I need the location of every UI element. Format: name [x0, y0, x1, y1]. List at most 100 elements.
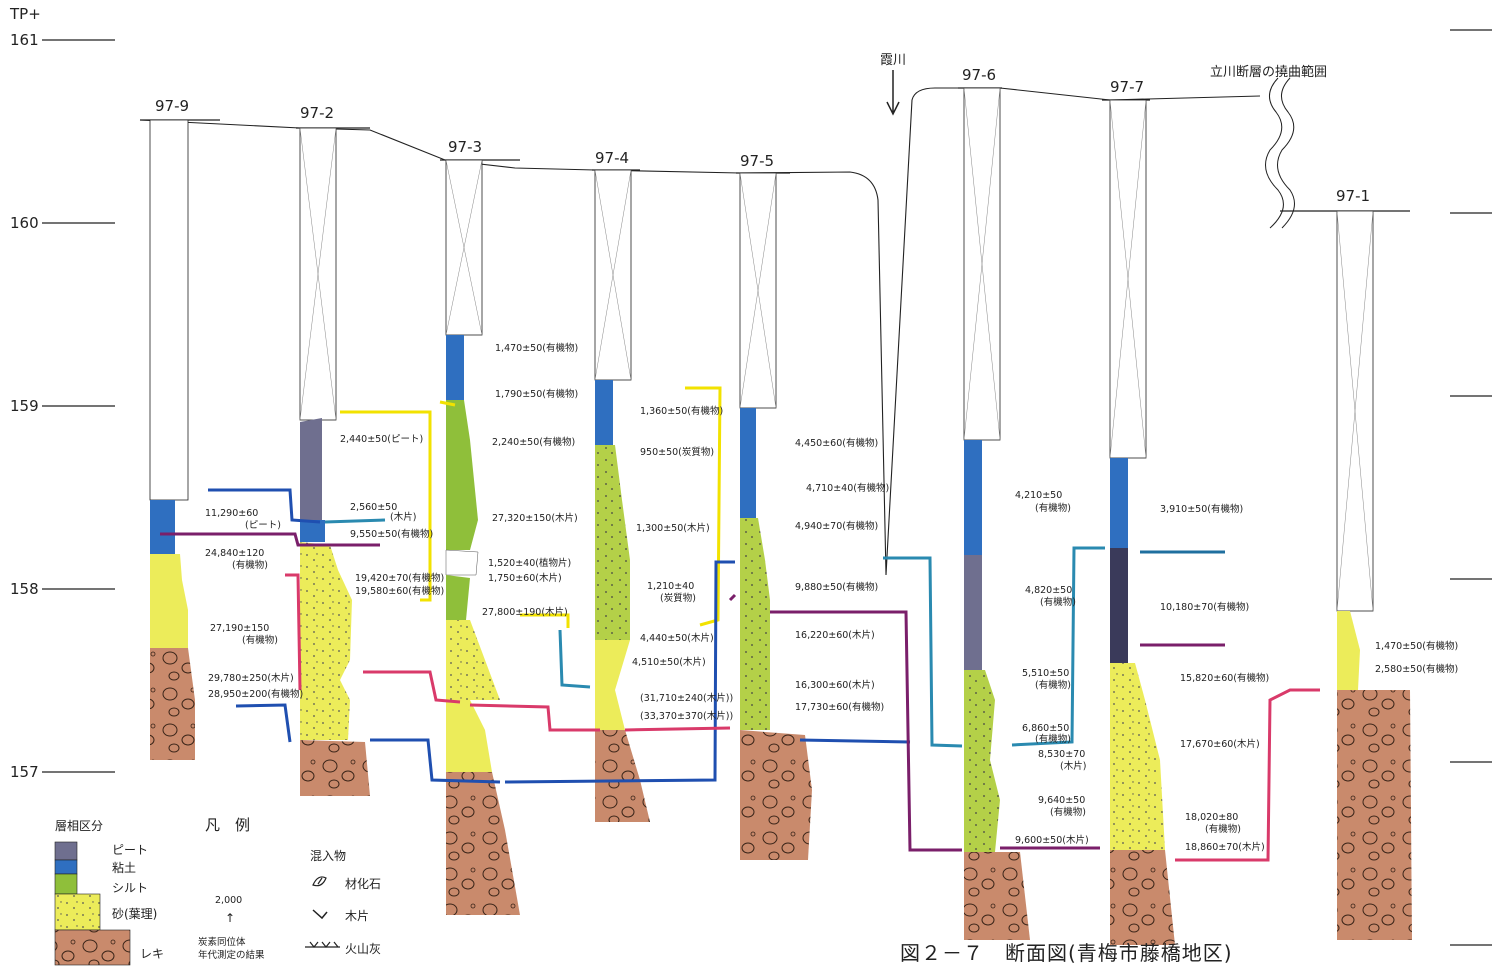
borehole-label-97-9: 97-9	[155, 97, 189, 115]
date-label: 27,800±190(木片)	[482, 606, 568, 618]
date-label: 1,300±50(木片)	[636, 522, 710, 534]
date-label: 950±50(炭質物)	[640, 446, 714, 458]
tick-160: 160	[10, 214, 39, 232]
dates-97-5: 4,450±60(有機物) 4,710±40(有機物) 4,940±70(有機物…	[795, 437, 889, 713]
legend-label-silt: シルト	[112, 881, 148, 895]
fault-zone-label: 立川断層の撓曲範囲	[1210, 65, 1327, 80]
date-label: 1,210±40	[647, 581, 694, 592]
borehole-label-97-1: 97-1	[1336, 187, 1370, 205]
dates-97-4: 1,360±50(有機物) 950±50(炭質物) 1,300±50(木片) 1…	[632, 405, 733, 722]
date-label: 4,210±50	[1015, 490, 1062, 501]
date-label: 17,730±60(有機物)	[795, 701, 884, 713]
legend-note-1: 炭素同位体	[198, 936, 246, 948]
wood-fossil-icon	[312, 876, 327, 887]
borehole-97-9	[140, 119, 220, 760]
borehole-label-97-3: 97-3	[448, 138, 482, 156]
date-label: 18,020±80	[1185, 812, 1238, 823]
date-label: 27,320±150(木片)	[492, 512, 578, 524]
tick-159: 159	[10, 397, 39, 415]
date-label: 4,940±70(有機物)	[795, 520, 878, 532]
date-label: 2,560±50	[350, 502, 397, 513]
date-label: 16,220±60(木片)	[795, 629, 875, 641]
borehole-97-2	[296, 127, 370, 796]
wood-chip-icon	[312, 909, 328, 920]
fault-zone-break	[1265, 77, 1284, 229]
ground-surface-line	[139, 87, 1261, 576]
legend-label-gravel: レキ	[140, 947, 164, 961]
dates-97-1: 1,470±50(有機物) 2,580±50(有機物)	[1375, 640, 1458, 675]
date-label: 1,520±40(植物片)	[488, 557, 571, 569]
date-label: 24,840±120	[205, 548, 264, 559]
date-label: 4,440±50(木片)	[640, 632, 714, 644]
date-label: 19,580±60(有機物)	[355, 585, 444, 597]
date-label: (有機物)	[1035, 733, 1071, 745]
legend-label-sand: 砂(葉理)	[112, 907, 157, 921]
borehole-97-6	[958, 87, 1030, 940]
date-label: 9,550±50(有機物)	[350, 528, 433, 540]
legend-hanrei-title: 凡 例	[205, 816, 250, 834]
date-label: 16,300±60(木片)	[795, 679, 875, 691]
date-label: 1,750±60(木片)	[488, 572, 562, 584]
date-label: 4,710±40(有機物)	[806, 482, 889, 494]
date-label: (31,710±240(木片))	[640, 692, 733, 704]
date-label: (有機物)	[232, 559, 268, 571]
date-label: 8,530±70	[1038, 749, 1085, 760]
date-label: (炭質物)	[660, 592, 696, 604]
legend-mixture-title: 混入物	[310, 849, 346, 863]
date-label: 28,950±200(有機物)	[208, 688, 303, 700]
borehole-97-4	[592, 169, 650, 822]
date-label: (ピート)	[245, 520, 281, 531]
borehole-97-3	[440, 159, 520, 915]
axis-ticks-left	[42, 39, 115, 773]
date-label: 9,640±50	[1038, 795, 1085, 806]
date-label: (有機物)	[1035, 502, 1071, 514]
legend-sample-value: 2,000	[215, 895, 242, 906]
date-label: (有機物)	[242, 634, 278, 646]
borehole-label-97-2: 97-2	[300, 104, 334, 122]
axis-ticks-right	[1450, 29, 1492, 946]
borehole-label-97-7: 97-7	[1110, 78, 1144, 96]
legend-note-2: 年代測定の結果	[198, 949, 265, 961]
date-label: (有機物)	[1050, 806, 1086, 818]
tick-161: 161	[10, 31, 39, 49]
date-label: 4,820±50	[1025, 585, 1072, 596]
legend-swatch-clay	[54, 859, 78, 875]
tick-157: 157	[10, 763, 39, 781]
date-label: 5,510±50	[1022, 668, 1069, 679]
correlation-lines	[160, 386, 1320, 862]
date-label: 2,440±50(ピート)	[340, 434, 423, 445]
borehole-97-5	[736, 172, 812, 860]
dates-97-2: 2,440±50(ピート) 2,560±50 (木片) 9,550±50(有機物…	[340, 434, 444, 597]
date-label: 19,420±70(有機物)	[355, 572, 444, 584]
legend-label-clay: 粘土	[112, 860, 136, 875]
axis-label-tp: TP+	[9, 5, 41, 23]
date-label: 27,190±150	[210, 623, 269, 634]
date-label: 2,580±50(有機物)	[1375, 663, 1458, 675]
borehole-97-7	[1102, 99, 1175, 945]
legend-mixture-wood-fossil: 材化石	[345, 877, 381, 891]
date-label: 10,180±70(有機物)	[1160, 601, 1249, 613]
date-label: (木片)	[1060, 760, 1086, 772]
borehole-97-1	[1336, 210, 1412, 940]
legend-swatch-sand	[54, 893, 101, 931]
legend-mixture-wood-chip: 木片	[345, 909, 369, 923]
borehole-label-97-6: 97-6	[962, 66, 996, 84]
legend-label-peat: ピート	[112, 843, 148, 857]
volcanic-ash-icon	[305, 941, 340, 948]
date-label: 9,880±50(有機物)	[795, 581, 878, 593]
date-label: 9,600±50(木片)	[1015, 834, 1089, 846]
date-label: 1,470±50(有機物)	[1375, 640, 1458, 652]
date-label: 1,790±50(有機物)	[495, 388, 578, 400]
date-label: (木片)	[390, 511, 416, 523]
date-label: (有機物)	[1205, 823, 1241, 835]
legend-swatch-gravel	[54, 929, 131, 966]
date-label: 18,860±70(木片)	[1185, 841, 1265, 853]
date-label: 1,470±50(有機物)	[495, 342, 578, 354]
river-label: 霞川	[880, 53, 906, 68]
date-label: (有機物)	[1035, 679, 1071, 691]
date-label: 15,820±60(有機物)	[1180, 672, 1269, 684]
date-label: 29,780±250(木片)	[208, 672, 294, 684]
borehole-label-97-4: 97-4	[595, 149, 629, 167]
date-label: 17,670±60(木片)	[1180, 738, 1260, 750]
